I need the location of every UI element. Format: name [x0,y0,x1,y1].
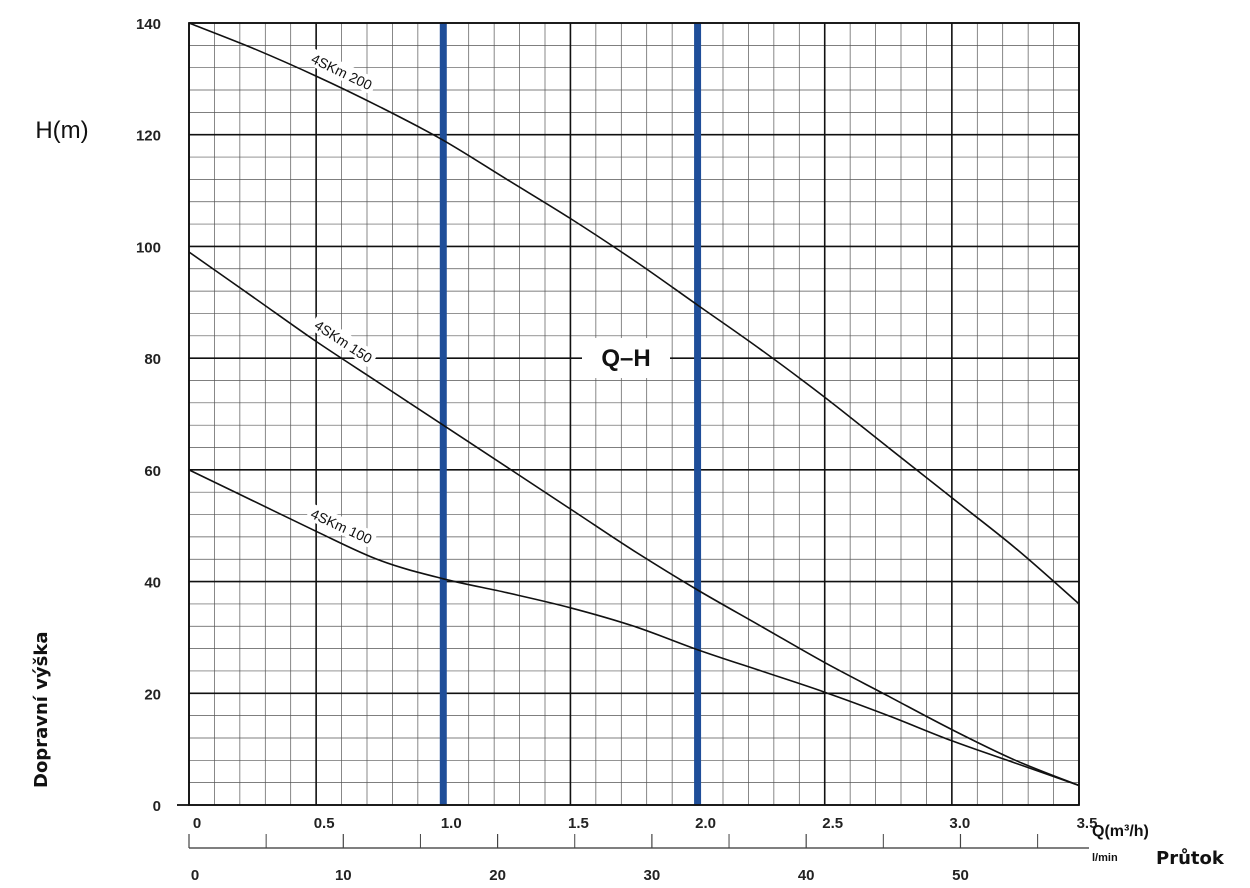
y-tick-label: 120 [136,128,161,145]
secondary-tick-label: 10 [335,867,352,884]
grid-major [188,22,1080,806]
x-tick-label: 0 [193,815,201,832]
y-tick-labels: 0 20 40 60 80 100 120 140 [136,16,161,815]
secondary-tick-label: 30 [644,867,661,884]
y-tick-label: 20 [144,686,161,703]
chart-title: Q–H [601,345,650,372]
x-tick-label: 0.5 [314,815,335,832]
x-tick-label: 2.0 [695,815,716,832]
x-tick-label: 1.0 [441,815,462,832]
x-tick-label: 3.5 [1077,815,1098,832]
secondary-tick-label: 40 [798,867,815,884]
grid-minor [188,22,1080,806]
y-tick-label: 100 [136,239,161,256]
y-tick-label: 140 [136,16,161,33]
y-tick-label: 60 [144,463,161,480]
curve-label-background [305,48,379,95]
plot-border [188,22,1080,806]
secondary-tick-label: 0 [191,867,199,884]
highlight-lines [439,23,702,805]
plot-frame [177,22,1080,806]
curves [188,22,1080,787]
x-axis-tertiary-title: Průtok [1156,847,1225,869]
secondary-axis-lmin: 0 10 20 30 40 50 [188,834,1089,884]
secondary-tick-label: 20 [489,867,506,884]
curve-label-background [308,314,379,368]
x-tick-label: 1.5 [568,815,589,832]
chart-title-background [582,338,670,378]
y-axis-secondary-title: Dopravní výška [31,632,52,789]
y-tick-label: 80 [144,351,161,368]
secondary-tick-label: 50 [952,867,969,884]
x-axis-secondary-title: l/min [1092,852,1118,864]
x-tick-labels: 0 0.5 1.0 1.5 2.0 2.5 3.0 3.5 [193,815,1098,832]
y-tick-label: 0 [153,798,161,815]
curve-label-background [305,503,378,549]
x-tick-label: 3.0 [949,815,970,832]
y-axis-title: H(m) [35,117,88,144]
x-tick-label: 2.5 [822,815,843,832]
y-tick-label: 40 [144,575,161,592]
x-axis-title: Q(m³/h) [1092,823,1149,840]
curve-line [188,22,1080,605]
curve-line [188,469,1080,787]
curve-line [188,251,1080,787]
